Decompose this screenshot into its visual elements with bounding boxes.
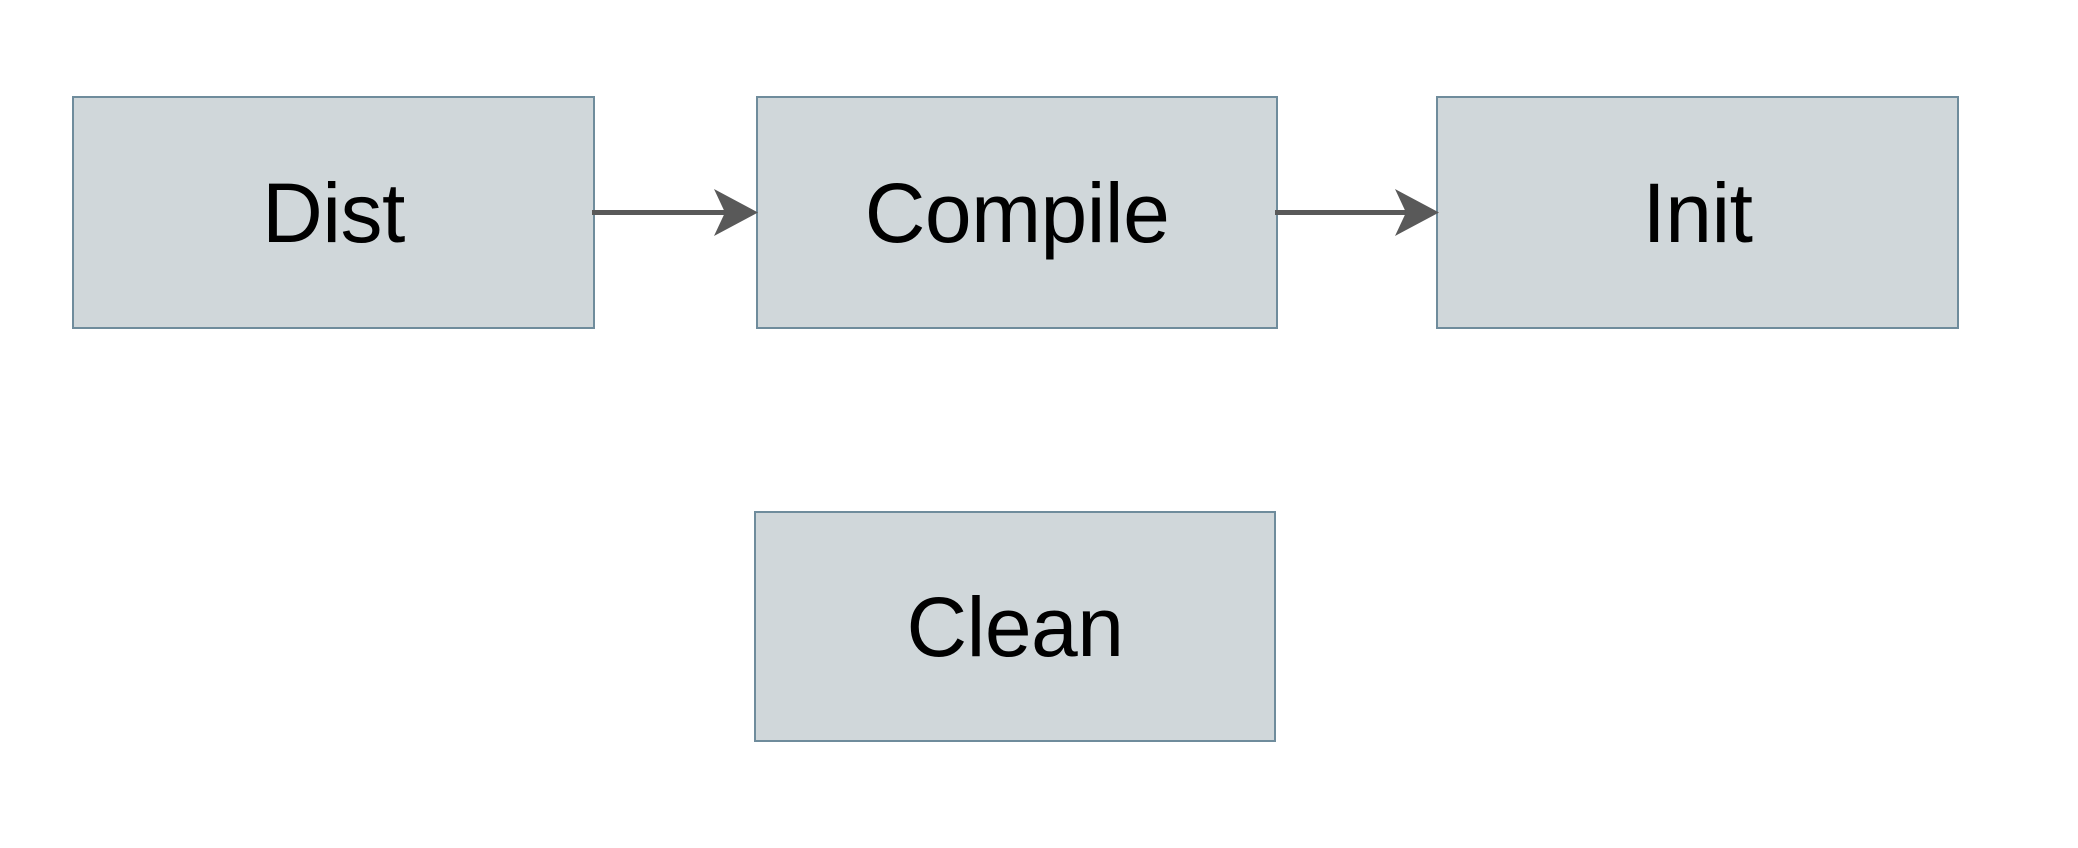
diagram-edge-dist-to-compile[interactable]: [592, 182, 760, 244]
arrow-icon: [1275, 189, 1439, 236]
diagram-node-compile[interactable]: Compile: [756, 96, 1278, 329]
arrow-icon: [592, 189, 758, 236]
node-label-dist: Dist: [262, 165, 405, 260]
node-label-clean: Clean: [906, 579, 1124, 674]
node-label-compile: Compile: [864, 165, 1170, 260]
diagram-edge-compile-to-init[interactable]: [1275, 182, 1441, 244]
node-label-init: Init: [1642, 165, 1753, 260]
diagram-node-dist[interactable]: Dist: [72, 96, 595, 329]
diagram-node-clean[interactable]: Clean: [754, 511, 1276, 742]
diagram-node-init[interactable]: Init: [1436, 96, 1959, 329]
